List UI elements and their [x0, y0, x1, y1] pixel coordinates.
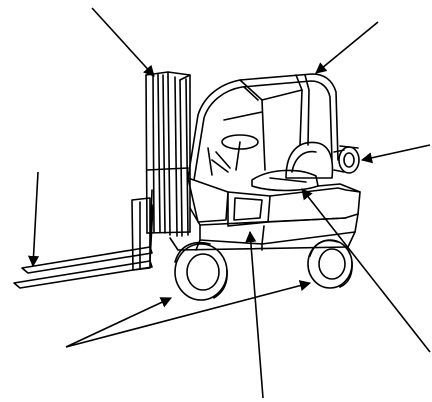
arrow-seat: [302, 189, 430, 352]
arrow-wheels-front: [66, 298, 171, 347]
arrow-chassis: [250, 232, 263, 398]
arrow-mast: [92, 8, 154, 76]
arrow-overhead-guard: [316, 22, 378, 73]
arrow-wheels-rear: [66, 283, 310, 347]
arrow-counterweight-cylinder: [362, 145, 430, 160]
mast: [132, 72, 190, 270]
arrow-forks: [33, 172, 38, 266]
steering-wheel: [208, 135, 258, 175]
front-wheel: [175, 243, 227, 300]
